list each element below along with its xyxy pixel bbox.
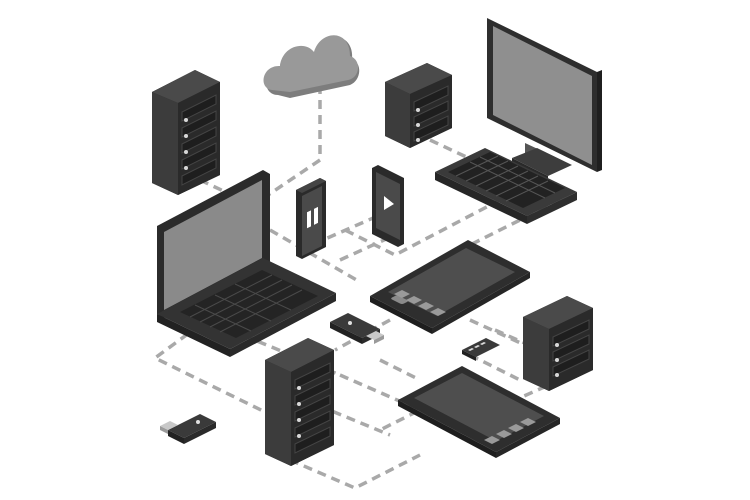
memory-card-icon xyxy=(462,338,500,361)
usb-flash-drive-center-icon xyxy=(330,313,384,344)
tablet-bottom-icon xyxy=(398,366,560,458)
server-rack-bottom-icon xyxy=(265,338,334,466)
server-rack-right-icon xyxy=(523,296,593,391)
usb-flash-drive-left-icon xyxy=(160,414,216,444)
smartphone-play-icon xyxy=(372,165,404,247)
server-rack-top-left-icon xyxy=(152,70,220,195)
cloud-icon xyxy=(263,35,360,98)
server-rack-top-middle-icon xyxy=(385,63,452,148)
keyboard-icon xyxy=(435,148,577,224)
desktop-monitor-icon xyxy=(487,18,602,180)
tablet-center-icon xyxy=(370,240,530,334)
smartphone-pause-icon xyxy=(296,178,326,259)
laptop-icon xyxy=(157,170,336,357)
